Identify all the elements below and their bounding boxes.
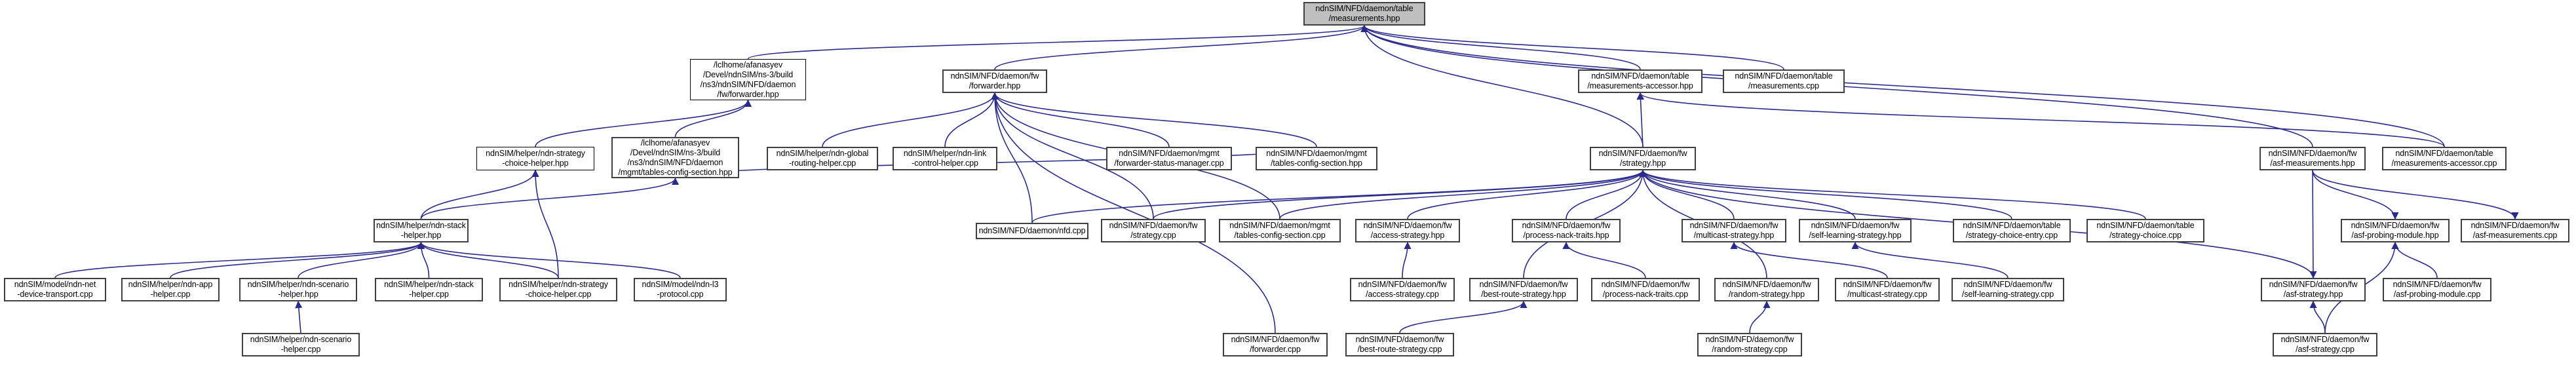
graph-edge <box>1360 24 1784 70</box>
graph-edge <box>420 169 539 220</box>
graph-edge <box>1279 169 1647 220</box>
graph-node[interactable]: ndnSIM/NFD/daemon/mgmt /tables-config-se… <box>1219 219 1341 242</box>
graph-node[interactable]: ndnSIM/NFD/daemon/fw /strategy.cpp <box>1101 219 1206 242</box>
graph-node[interactable]: ndnSIM/model/ndn-l3 -protocol.cpp <box>634 278 727 301</box>
graph-edge <box>1851 241 2009 279</box>
graph-node[interactable]: ndnSIM/NFD/daemon/fw /random-strategy.hp… <box>1714 278 1819 301</box>
graph-node[interactable]: ndnSIM/NFD/daemon/table /measurements-ac… <box>2382 147 2507 170</box>
graph-edge <box>944 92 999 147</box>
graph-node[interactable]: ndnSIM/NFD/daemon/fw /forwarder.hpp <box>942 69 1047 93</box>
graph-edge <box>1031 169 1647 223</box>
graph-edge <box>1636 92 1645 147</box>
graph-node[interactable]: ndnSIM/model/ndn-net -device-transport.c… <box>4 278 106 301</box>
graph-edge <box>747 24 1368 60</box>
graph-node[interactable]: ndnSIM/NFD/daemon/mgmt /forwarder-status… <box>1106 147 1232 170</box>
graph-node[interactable]: ndnSIM/NFD/daemon/fw /strategy.hpp <box>1590 147 1696 170</box>
graph-edge <box>1639 169 1735 220</box>
graph-node[interactable]: ndnSIM/NFD/daemon/fw /self-learning-stra… <box>1951 278 2064 301</box>
graph-edge <box>1402 241 1412 279</box>
graph-node-root[interactable]: ndnSIM/NFD/daemon/table /measurements.hp… <box>1303 2 1425 26</box>
graph-node[interactable]: ndnSIM/NFD/daemon/fw /asf-measurements.c… <box>2461 219 2569 242</box>
graph-edge <box>1153 169 1647 220</box>
graph-edge <box>994 24 1368 70</box>
graph-edge <box>1360 24 2445 147</box>
graph-node[interactable]: ndnSIM/helper/ndn-scenario -helper.hpp <box>239 278 357 301</box>
graph-node[interactable]: ndnSIM/NFD/daemon/fw /random-strategy.cp… <box>1697 333 1802 356</box>
graph-node[interactable]: /lclhome/afanasyev /Devel/ndnSIM/ns-3/bu… <box>690 59 806 100</box>
graph-edge <box>991 92 1170 147</box>
graph-edge <box>674 99 752 138</box>
graph-edge <box>1636 92 2445 147</box>
graph-node[interactable]: ndnSIM/helper/ndn-app -helper.cpp <box>121 278 220 301</box>
graph-edge <box>1566 169 1647 220</box>
graph-node[interactable]: ndnSIM/NFD/daemon/fw /forwarder.cpp <box>1223 333 1328 356</box>
graph-edge <box>2391 241 2438 279</box>
graph-node[interactable]: ndnSIM/NFD/daemon/mgmt /tables-config-se… <box>1256 147 1377 170</box>
graph-edge <box>1730 241 1888 279</box>
graph-edge <box>1749 300 1771 334</box>
graph-node[interactable]: ndnSIM/NFD/daemon/fw /access-strategy.hp… <box>1355 219 1460 242</box>
graph-edge <box>420 177 679 220</box>
graph-edge <box>298 241 425 279</box>
graph-node[interactable]: ndnSIM/NFD/daemon/fw /self-learning-stra… <box>1799 219 1912 242</box>
graph-edge <box>2309 300 2326 334</box>
graph-edge <box>170 241 425 279</box>
graph-node[interactable]: ndnSIM/helper/ndn-strategy -choice-helpe… <box>499 278 617 301</box>
graph-node[interactable]: ndnSIM/NFD/daemon/fw /best-route-strateg… <box>1345 333 1454 356</box>
graph-edge <box>1407 169 1647 220</box>
graph-edge <box>295 300 303 334</box>
graph-node[interactable]: ndnSIM/helper/ndn-stack -helper.cpp <box>375 278 483 301</box>
graph-node[interactable]: ndnSIM/NFD/daemon/table /strategy-choice… <box>2086 219 2204 242</box>
graph-edge <box>417 241 681 279</box>
graph-node[interactable]: ndnSIM/helper/ndn-link -control-helper.c… <box>893 147 997 170</box>
graph-node[interactable]: ndnSIM/NFD/daemon/fw /access-strategy.cp… <box>1350 278 1455 301</box>
graph-edge <box>417 241 559 279</box>
graph-node[interactable]: ndnSIM/NFD/daemon/fw /asf-measurements.h… <box>2259 147 2366 170</box>
graph-edge <box>1562 241 1646 279</box>
graph-node[interactable]: ndnSIM/helper/ndn-scenario -helper.cpp <box>242 333 360 356</box>
graph-node[interactable]: ndnSIM/helper/ndn-global -routing-helper… <box>767 147 878 170</box>
graph-node[interactable]: ndnSIM/helper/ndn-strategy -choice-helpe… <box>476 147 594 170</box>
graph-node[interactable]: ndnSIM/NFD/daemon/fw /multicast-strategy… <box>1682 219 1786 242</box>
graph-node[interactable]: ndnSIM/helper/ndn-stack -helper.hpp <box>374 219 469 242</box>
graph-edge <box>991 92 1317 147</box>
graph-edge <box>1639 169 2012 220</box>
graph-node[interactable]: ndnSIM/NFD/daemon/fw /asf-strategy.cpp <box>2273 333 2377 356</box>
graph-edge <box>822 92 999 147</box>
graph-node[interactable]: ndnSIM/NFD/daemon/fw /asf-strategy.hpp <box>2261 278 2366 301</box>
graph-edge <box>1399 300 1528 334</box>
graph-edge <box>991 92 1276 334</box>
graph-node[interactable]: ndnSIM/NFD/daemon/table /strategy-choice… <box>1953 219 2071 242</box>
graph-edge <box>2312 170 2399 220</box>
graph-node[interactable]: ndnSIM/NFD/daemon/fw /multicast-strategy… <box>1835 278 1940 301</box>
graph-node[interactable]: ndnSIM/NFD/daemon/nfd.cpp <box>976 223 1088 239</box>
graph-node[interactable]: ndnSIM/NFD/daemon/fw /best-route-strateg… <box>1469 278 1578 301</box>
graph-node[interactable]: /lclhome/afanasyev /Devel/ndnSIM/ns-3/bu… <box>611 137 739 178</box>
graph-node[interactable]: ndnSIM/NFD/daemon/fw /process-nack-trait… <box>1512 219 1621 242</box>
graph-node[interactable]: ndnSIM/NFD/daemon/table /measurements-ac… <box>1578 69 1702 93</box>
graph-edge <box>991 92 1033 223</box>
graph-node[interactable]: ndnSIM/NFD/daemon/fw /asf-probing-module… <box>2341 219 2450 242</box>
graph-edge <box>1639 169 2146 220</box>
graph-edge <box>417 241 430 279</box>
graph-node[interactable]: ndnSIM/NFD/daemon/fw /asf-probing-module… <box>2383 278 2491 301</box>
graph-node[interactable]: ndnSIM/NFD/daemon/fw /process-nack-trait… <box>1591 278 1700 301</box>
graph-edge <box>1360 24 1641 70</box>
graph-edge <box>54 241 425 279</box>
graph-edge <box>1639 169 1856 220</box>
graph-edge <box>2312 170 2519 220</box>
graph-edge <box>531 169 559 279</box>
graph-node[interactable]: ndnSIM/NFD/daemon/table /measurements.cp… <box>1723 69 1845 93</box>
